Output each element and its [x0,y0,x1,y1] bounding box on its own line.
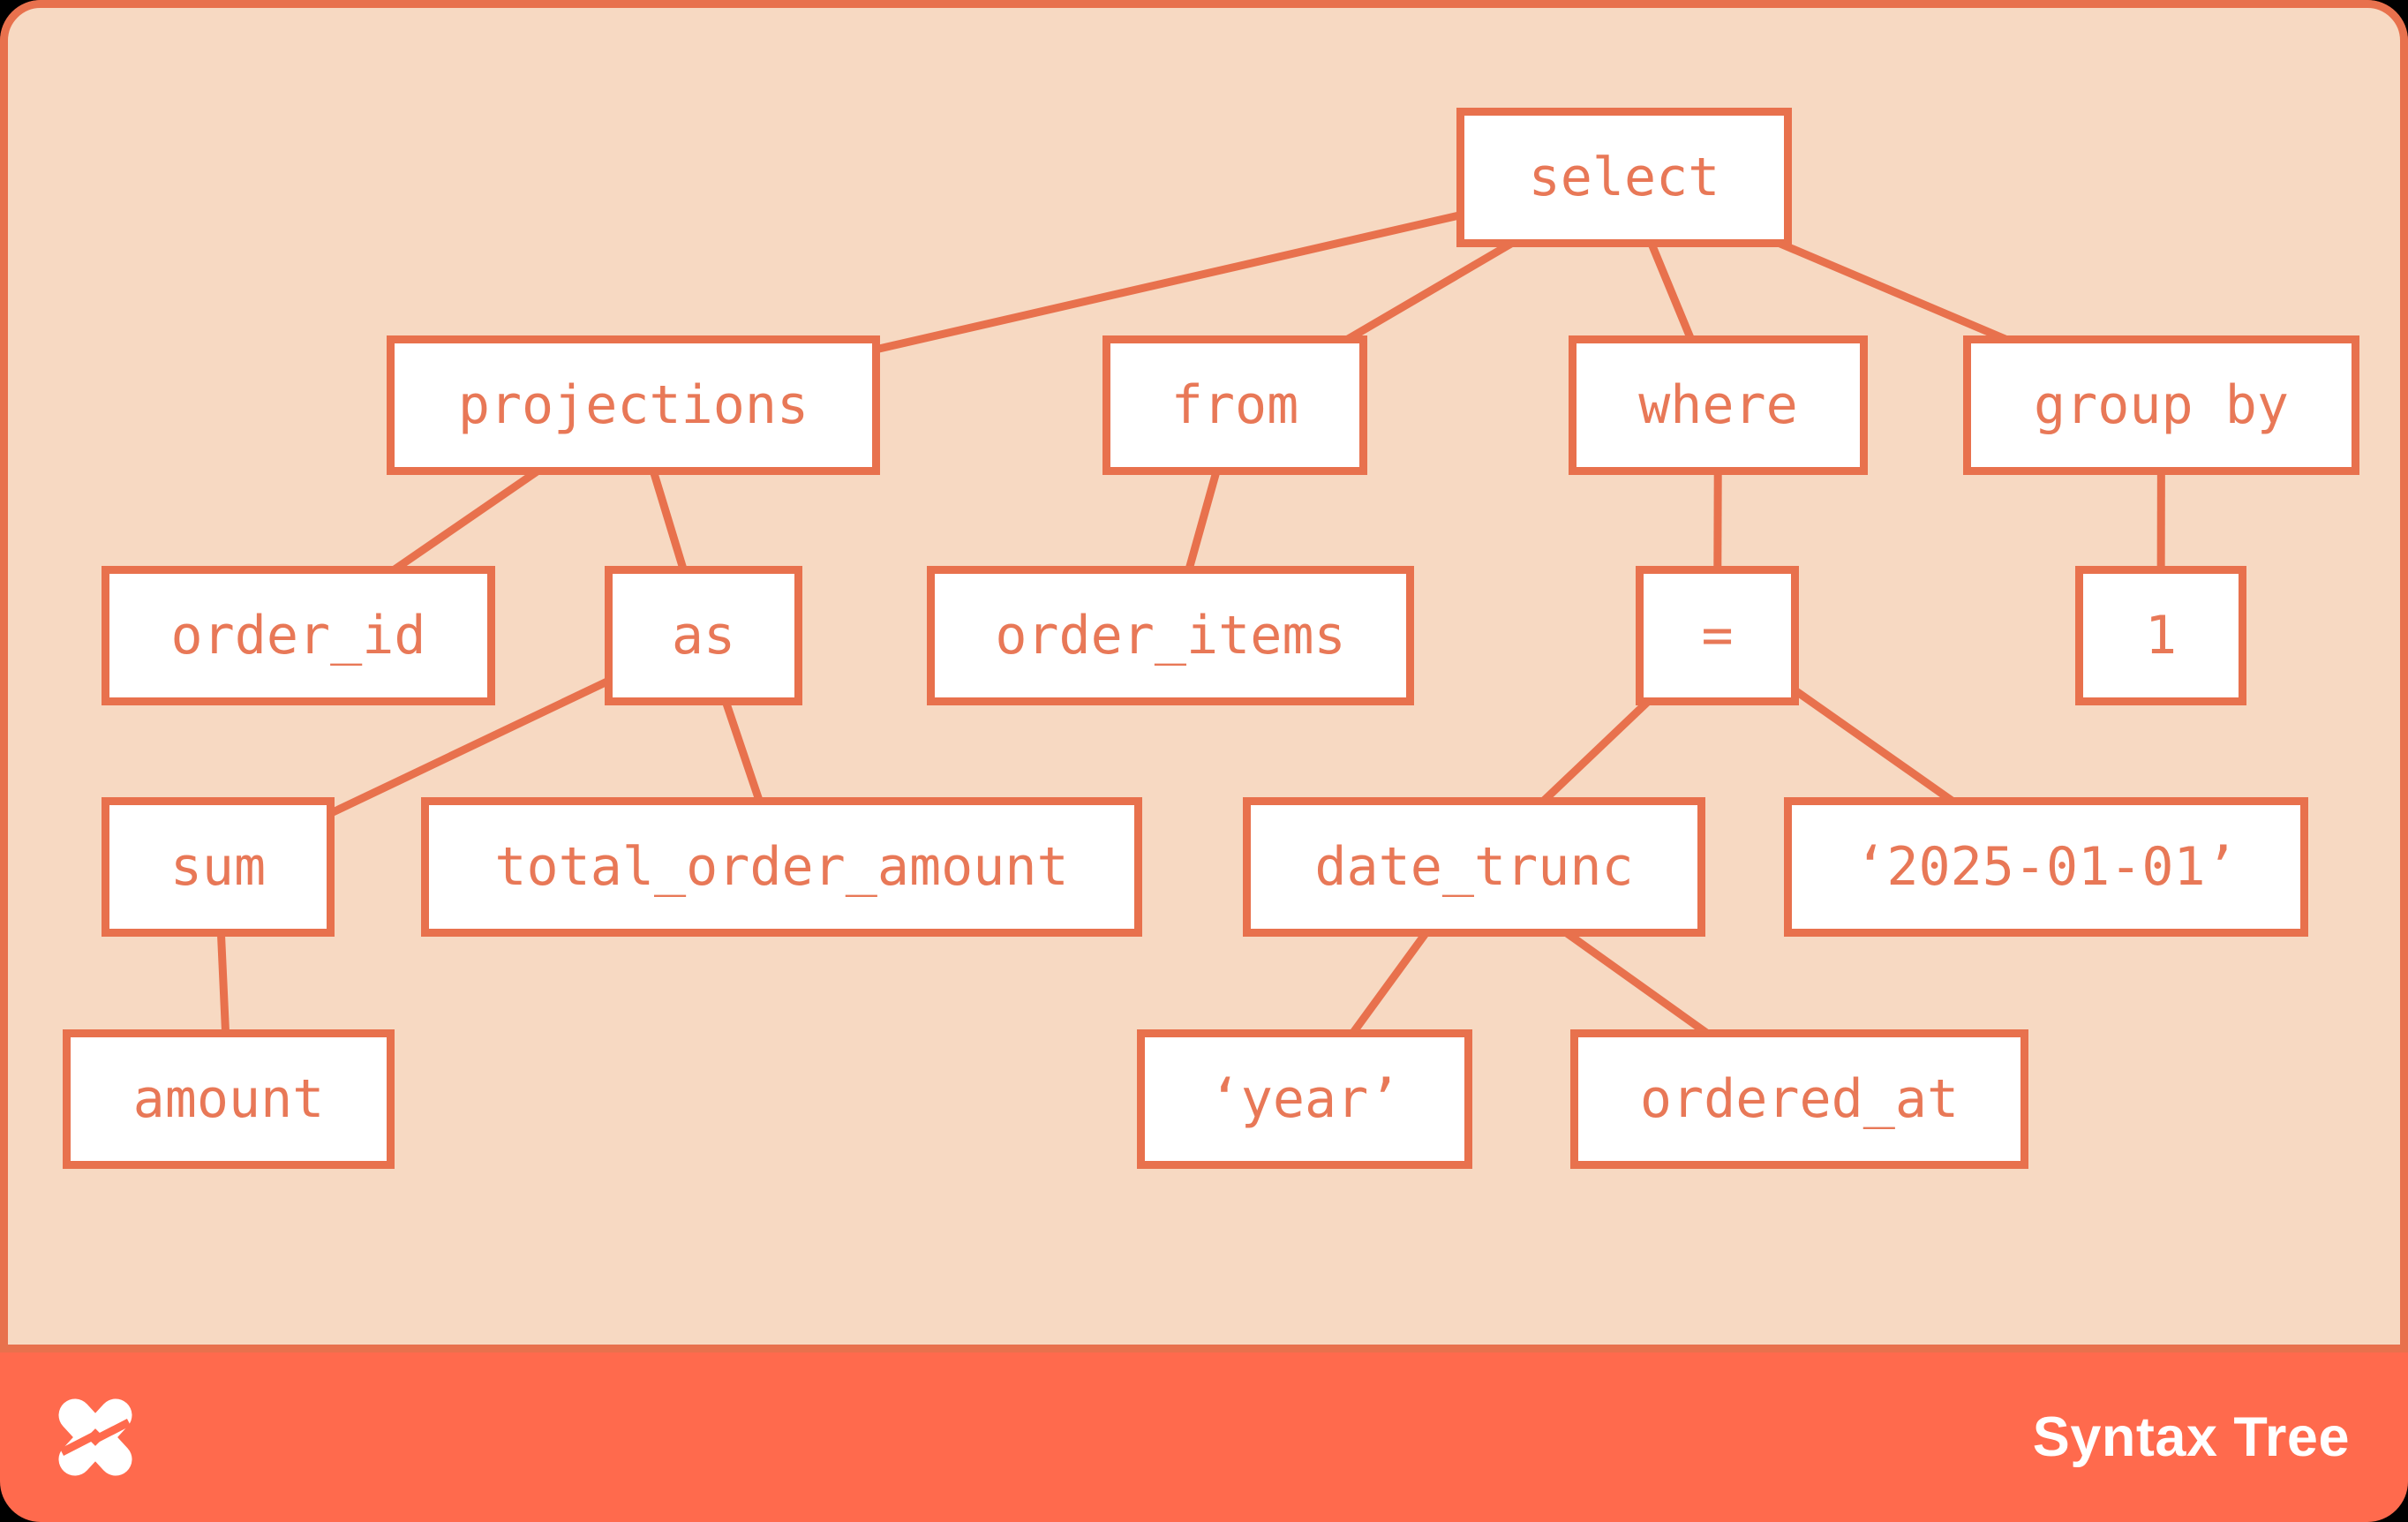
tree-node-order_id: order_id [102,566,495,705]
tree-node-select: select [1456,108,1792,247]
footer-title: Syntax Tree [2032,1406,2350,1468]
tree-canvas: select projections from where group by order_… [0,0,2408,1352]
tree-node-amount: amount [63,1029,395,1169]
tree-node-total_order_amount: total_order_amount [421,797,1142,937]
tree-node-as: as [605,566,802,705]
tree-node-year_literal: ‘year’ [1137,1029,1472,1169]
tree-node-from: from [1102,335,1367,475]
tree-node-one: 1 [2075,566,2246,705]
tree-node-where: where [1569,335,1868,475]
dbt-pinwheel-logo-icon [58,1398,132,1476]
footer-bar: Syntax Tree [0,1352,2408,1522]
tree-node-projections: projections [387,335,880,475]
tree-node-date_trunc: date_trunc [1243,797,1705,937]
tree-node-order_items: order_items [927,566,1414,705]
tree-node-eq: = [1636,566,1799,705]
tree-node-ordered_at: ordered_at [1570,1029,2028,1169]
tree-node-sum: sum [102,797,335,937]
tree-node-date_literal: ‘2025-01-01’ [1784,797,2308,937]
tree-node-group_by: group by [1963,335,2359,475]
